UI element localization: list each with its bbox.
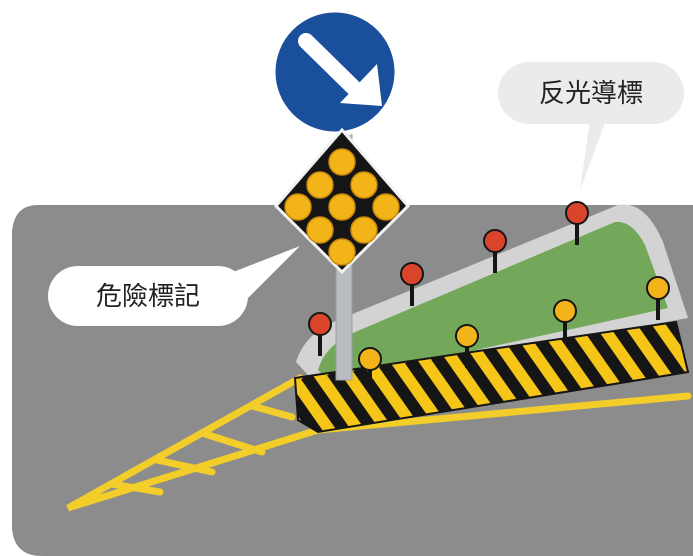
delineator-icon bbox=[400, 262, 424, 306]
yellow-delineators bbox=[358, 276, 670, 391]
delineator-icon bbox=[483, 229, 507, 273]
delineator-icon bbox=[308, 312, 332, 356]
callout-delineator: 反光導標 bbox=[498, 62, 684, 190]
callout-hazard-marker-label: 危險標記 bbox=[96, 282, 200, 312]
delineator-icon bbox=[455, 324, 479, 368]
delineator-icon bbox=[646, 276, 670, 320]
keep-right-sign-icon bbox=[270, 7, 400, 137]
delineator-icon bbox=[553, 299, 577, 343]
red-delineators bbox=[308, 201, 589, 356]
hazard-marker-sign-icon bbox=[273, 127, 411, 275]
callout-hazard-marker: 危險標記 bbox=[48, 246, 300, 326]
delineator-icon bbox=[358, 347, 382, 391]
callout-delineator-label: 反光導標 bbox=[539, 79, 643, 109]
delineator-icon bbox=[565, 201, 589, 245]
yellow-ground-markings bbox=[66, 374, 692, 512]
island-grass bbox=[318, 221, 668, 382]
